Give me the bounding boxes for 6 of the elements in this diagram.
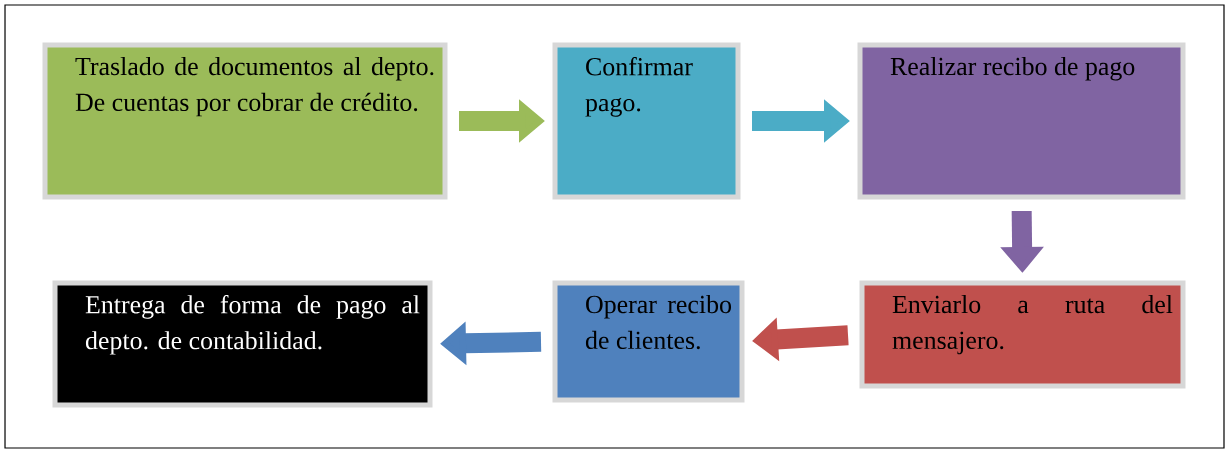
process-box: Confirmar pago. [552,42,741,200]
process-box: Operar recibo de clientes. [552,280,745,403]
process-box: Enviarlo a ruta del mensajero. [859,280,1186,389]
process-box: Realizar recibo de pago [857,42,1186,200]
process-box: Traslado de documentos al depto. De cuentas por cobrar de crédito. [42,42,448,200]
process-box: Entrega de forma de pago al depto. de contabilidad. [52,280,433,408]
